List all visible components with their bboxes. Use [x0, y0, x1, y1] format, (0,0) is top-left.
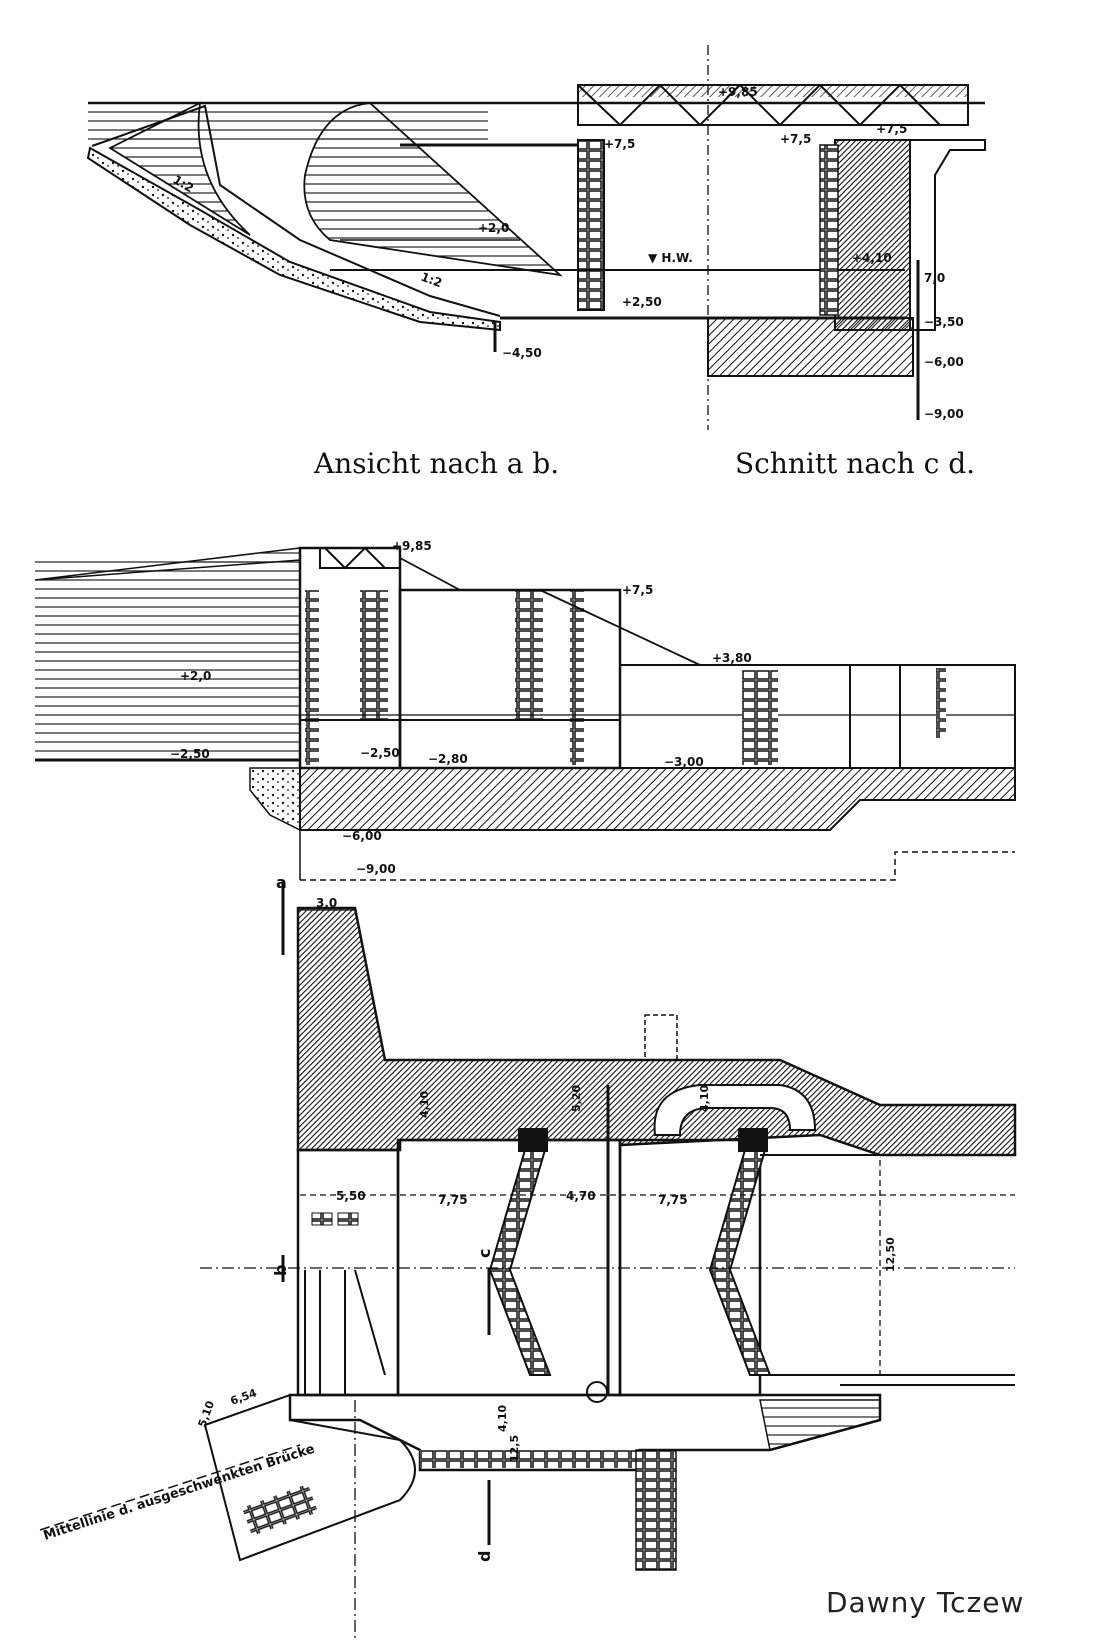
level-right-c: −3,50	[924, 315, 964, 329]
plan-vdim-3: 4,10	[698, 1085, 711, 1112]
plan-dim-3: 4,70	[566, 1189, 596, 1203]
mid-level-right: +3,80	[712, 651, 752, 665]
plan-vdim-5: 4,10	[496, 1405, 509, 1432]
plan-slope-dim-1: 6,54	[229, 1386, 259, 1408]
caption-section-cd: Schnitt nach c d.	[735, 447, 975, 480]
level-hw: ▼ H.W.	[648, 251, 693, 265]
marker-d: d	[475, 1551, 494, 1562]
caption-view-ab: Ansicht nach a b.	[313, 447, 559, 480]
plan-vdim-2: 5,20	[570, 1085, 583, 1112]
level-right-a: +4,10	[852, 251, 892, 265]
middle-elevation: +9,85 +7,5 +2,0 −2,50 −2,50 −2,80 −3,00 …	[34, 539, 1016, 881]
marker-a: a	[276, 873, 287, 892]
level-right-b: 7,0	[924, 271, 945, 285]
marker-b: b	[271, 1265, 290, 1276]
mid-level-gate: +7,5	[622, 583, 653, 597]
level-deck-top: +9,85	[718, 85, 758, 99]
mid-level-bottom-a: −2,50	[360, 746, 400, 760]
mid-level-found2: −9,00	[356, 862, 396, 876]
plan-vdim-1: 4,10	[418, 1091, 431, 1118]
level-left-top: +7,5	[604, 137, 635, 151]
mid-level-water: +2,0	[180, 669, 211, 683]
plan-vdim-6: 12,5	[508, 1435, 521, 1462]
level-right-top2: +7,5	[876, 122, 907, 136]
level-right-d: −6,00	[924, 355, 964, 369]
level-mid: +2,0	[478, 221, 509, 235]
level-bottom: +2,50	[622, 295, 662, 309]
plan-slope-dim-2: 5,10	[196, 1399, 218, 1429]
plan-dim-4: 7,75	[658, 1193, 688, 1207]
level-right-top1: +7,5	[780, 132, 811, 146]
plan-width-top: 3,0	[316, 896, 337, 910]
mid-level-bottom-b: −2,80	[428, 752, 468, 766]
mid-level-found1: −6,00	[342, 829, 382, 843]
plan-vdim-4: 12,50	[884, 1237, 897, 1272]
level-deep: −4,50	[502, 346, 542, 360]
plan-dim-2: 7,75	[438, 1193, 468, 1207]
mid-level-deck: +9,85	[392, 539, 432, 553]
plan-dim-1: 5,50	[336, 1189, 366, 1203]
top-elevation: +7,5 +9,85 +7,5 +7,5 +2,0 ▼ H.W. +2,50 −…	[86, 45, 986, 430]
mid-level-bottom-left: −2,50	[170, 747, 210, 761]
level-right-e: −9,00	[924, 407, 964, 421]
plan-view: 3,0 5,50 7,75 4,70 7,75 4,10 5,20 4,10 1…	[39, 873, 1017, 1640]
mid-level-bottom-c: −3,00	[664, 755, 704, 769]
watermark: Dawny Tczew	[826, 1586, 1024, 1619]
bridge-centerline-note: Mittellinie d. ausgeschwenkten Brücke	[42, 1442, 317, 1544]
marker-c: c	[475, 1249, 494, 1258]
slope-ratio-2: 1:2	[419, 270, 444, 291]
